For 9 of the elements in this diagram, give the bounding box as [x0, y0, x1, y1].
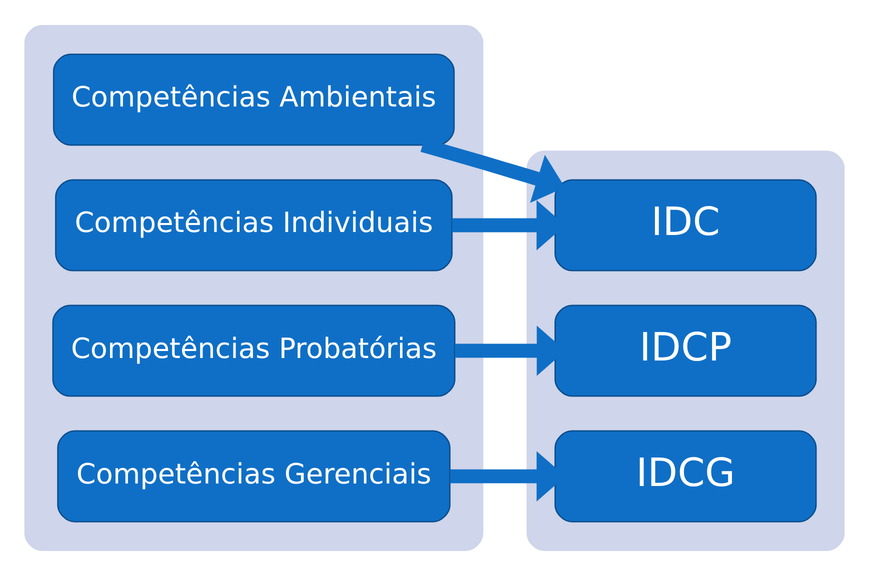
- cluster: [24, 25, 484, 551]
- node-box: Competências Gerenciais: [57, 430, 451, 522]
- node-box: IDC: [554, 179, 817, 272]
- cluster: [526, 150, 845, 551]
- node-box: Competências Probatórias: [52, 304, 456, 397]
- node-box: Competências Ambientais: [52, 54, 455, 146]
- node-box: IDCG: [554, 430, 817, 522]
- node-box: Competências Individuais: [55, 179, 453, 272]
- node-box: IDCP: [554, 304, 817, 397]
